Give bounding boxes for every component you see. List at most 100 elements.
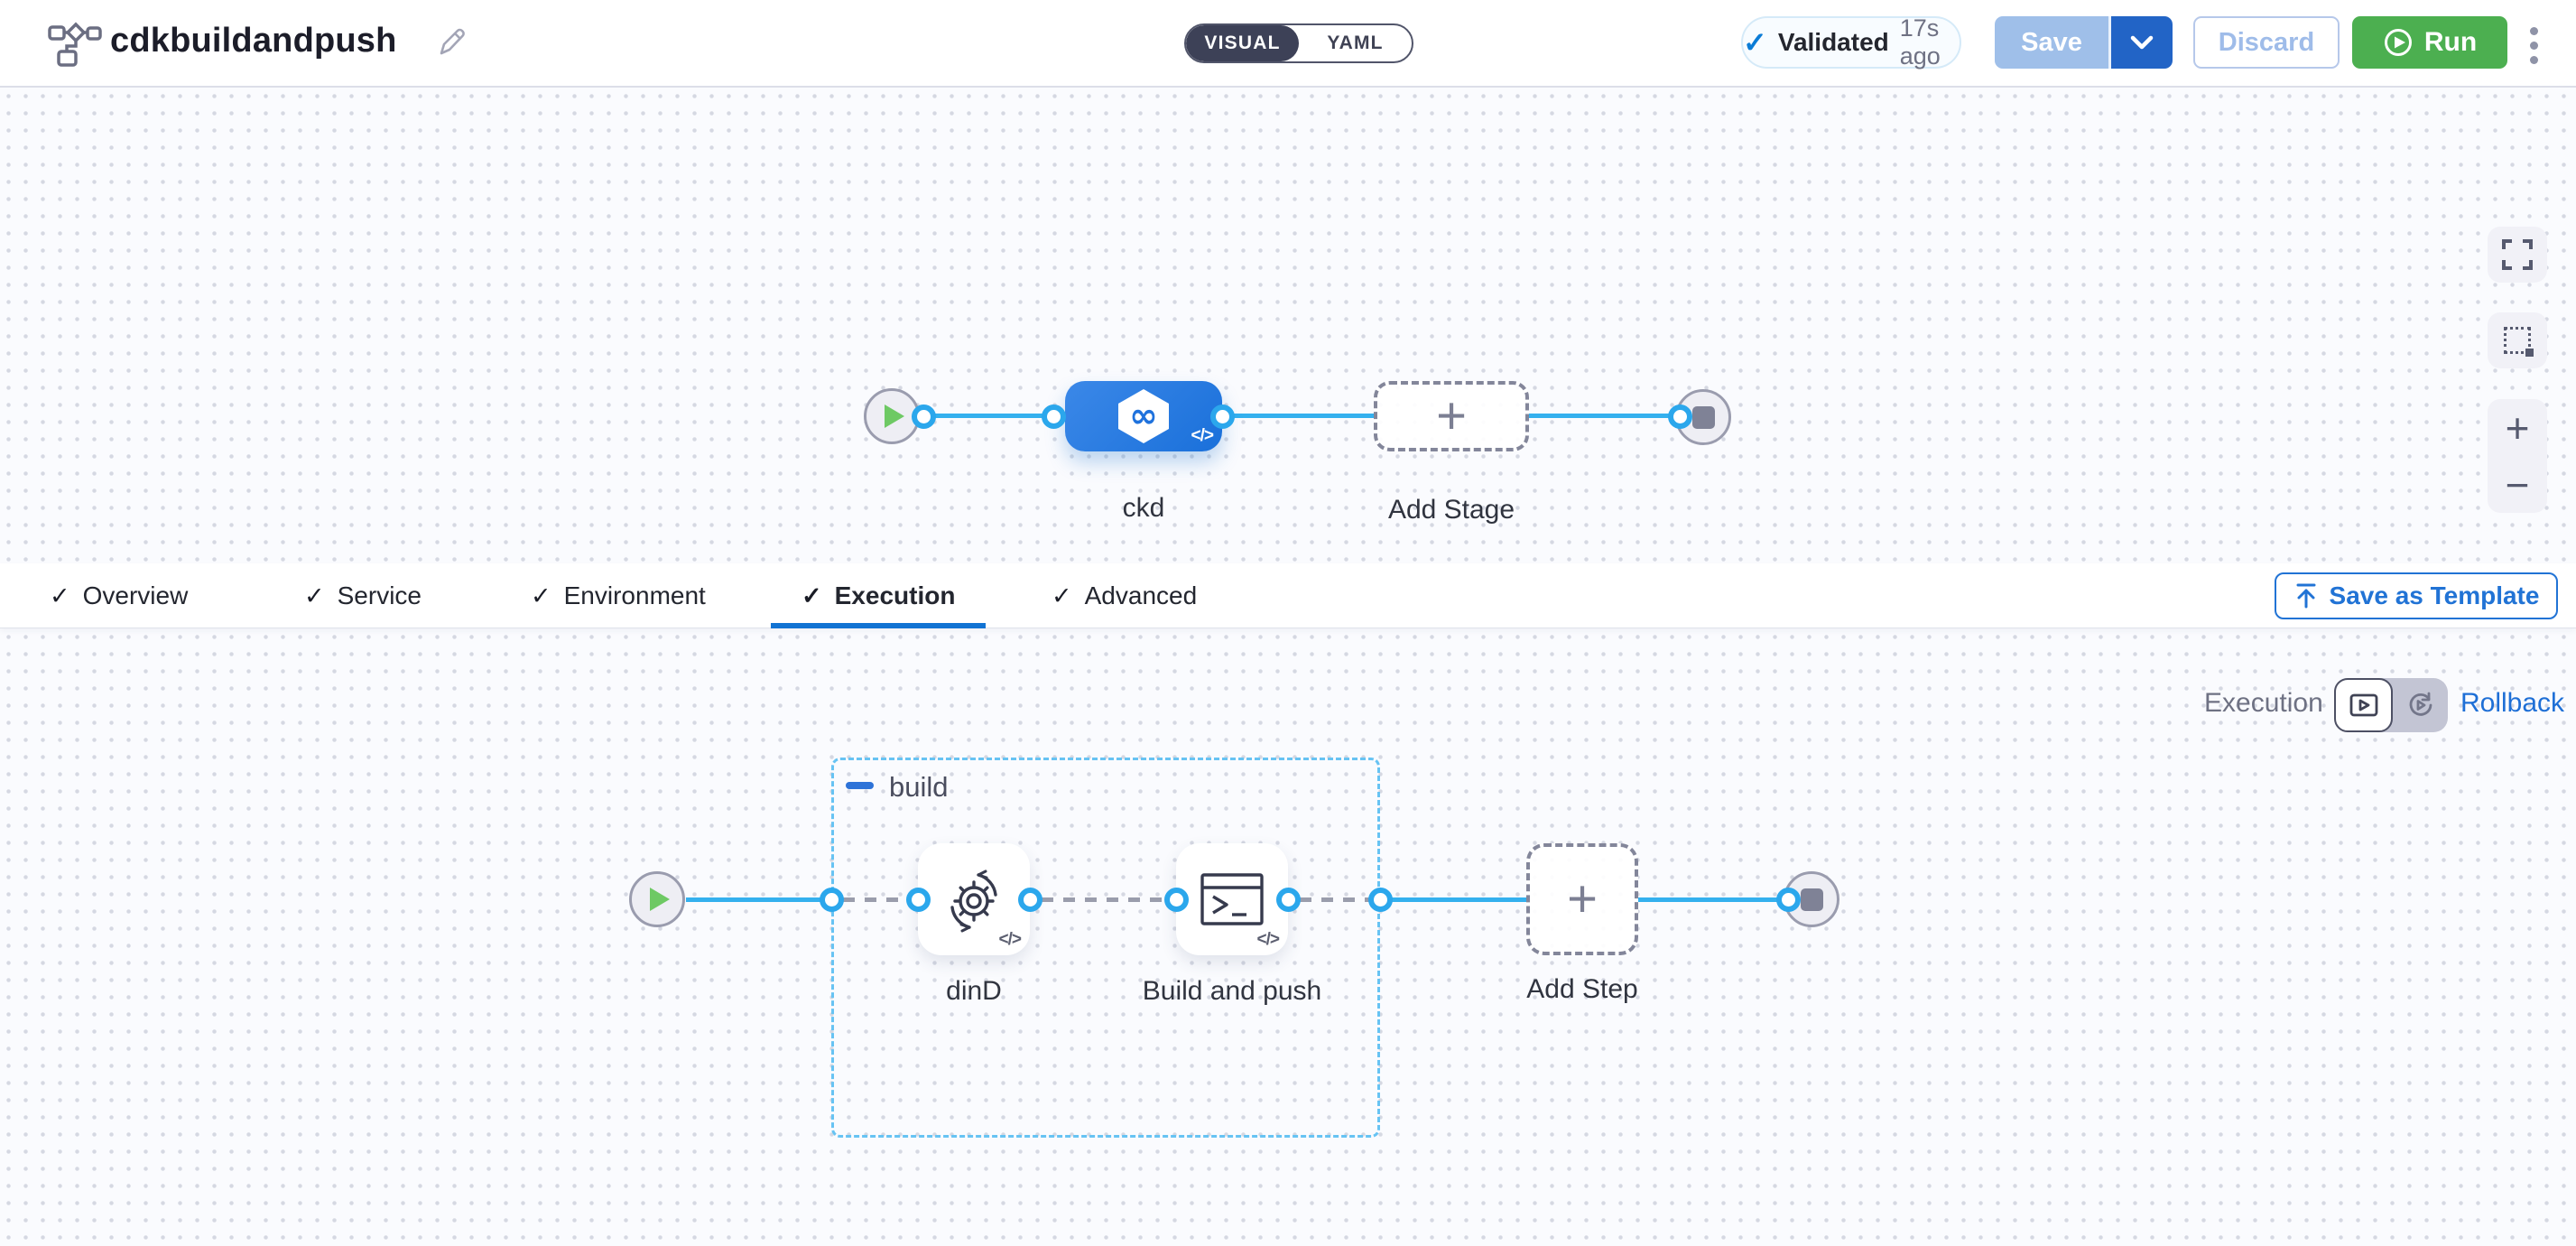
tab-label: Service [337,581,422,609]
add-step-button[interactable]: + [1526,843,1638,955]
upload-icon [2293,582,2319,609]
more-options-kebab-icon[interactable] [2520,24,2547,66]
tab-execution[interactable]: ✓ Execution [771,563,987,628]
save-button[interactable]: Save [1995,16,2108,69]
start-play-icon [650,888,670,911]
tab-service[interactable]: ✓ Service [273,563,452,628]
check-icon: ✓ [50,581,70,609]
connector-line-dashed [843,897,908,902]
execution-canvas[interactable]: Execution Rol [0,628,2576,1246]
pipeline-title: cdkbuildandpush [110,22,397,60]
connector-line [1638,897,1778,902]
pipeline-start-node [864,388,920,444]
execution-start-node [629,871,685,927]
rollback-link[interactable]: Rollback [2460,688,2565,718]
stop-square-icon [1800,888,1823,911]
code-badge-icon: </> [998,930,1023,949]
ci-hexagon-icon: ∞ [1114,386,1173,446]
multi-select-button[interactable] [2488,312,2547,368]
connector-line [1392,897,1526,902]
tab-overview[interactable]: ✓ Overview [19,563,218,628]
step-node-build-and-push[interactable]: </> [1176,843,1288,955]
connector-port[interactable] [1042,404,1066,429]
connector-port[interactable] [912,404,936,429]
tab-label: Execution [834,581,956,609]
toggle-visual[interactable]: VISUAL [1186,25,1299,61]
fullscreen-icon [2501,238,2534,271]
visual-yaml-toggle: VISUAL YAML [1184,23,1413,63]
tab-advanced[interactable]: ✓ Advanced [1021,563,1228,628]
collapse-minus-icon[interactable] [846,782,874,789]
fullscreen-button[interactable] [2488,227,2547,283]
tab-label: Overview [82,581,189,609]
stop-square-icon [1691,405,1715,429]
save-split-button: Save [1995,16,2173,69]
connector-line [1222,414,1376,418]
discard-button[interactable]: Discard [2193,16,2340,69]
stage-node-ckd[interactable]: ∞ </> [1065,381,1222,451]
execution-view-button[interactable] [2334,678,2393,732]
connector-port[interactable] [1018,888,1042,912]
svg-text:∞: ∞ [1129,395,1158,435]
run-button[interactable]: Run [2352,16,2507,69]
zoom-in-button[interactable]: + [2505,404,2530,451]
connector-port[interactable] [820,888,844,912]
run-play-icon [2383,27,2414,58]
tab-environment[interactable]: ✓ Environment [500,563,737,628]
marquee-select-icon [2504,327,2534,357]
zoom-controls: + − [2488,399,2547,513]
check-icon: ✓ [304,581,325,609]
step-node-dind[interactable]: </> [918,843,1030,955]
save-as-template-button[interactable]: Save as Template [2275,572,2558,619]
edit-pencil-icon[interactable] [435,25,468,58]
connector-port[interactable] [1668,404,1692,429]
step-label: Build and push [1142,976,1322,1006]
validated-badge[interactable]: ✓ Validated 17s ago [1741,14,1961,70]
save-as-template-label: Save as Template [2329,581,2540,609]
add-stage-label: Add Stage [1387,495,1515,525]
add-step-label: Add Step [1526,974,1638,1004]
run-script-terminal-icon [1200,872,1265,926]
stage-label: ckd [1122,493,1165,523]
connector-port[interactable] [906,888,931,912]
background-step-gear-sync-icon [939,864,1009,934]
execution-rollback-toggle [2334,678,2448,732]
tab-label: Environment [563,581,706,609]
check-icon: ✓ [531,581,551,609]
pipeline-icon [47,22,103,69]
connector-port[interactable] [1776,888,1801,912]
connector-line [1529,414,1681,418]
check-icon: ✓ [1052,581,1072,609]
validated-time: 17s ago [1899,14,1941,70]
rollback-view-button[interactable] [2393,678,2448,732]
step-group-label: build [889,771,949,803]
toggle-yaml[interactable]: YAML [1327,33,1384,53]
execution-view-icon [2349,693,2378,717]
add-stage-button[interactable]: + [1374,381,1529,451]
run-label: Run [2423,27,2478,57]
connector-port[interactable] [1210,404,1235,429]
validated-label: Validated [1777,28,1889,56]
connector-port[interactable] [1276,888,1301,912]
connector-port[interactable] [1164,888,1189,912]
zoom-out-button[interactable]: − [2505,460,2530,508]
check-icon: ✓ [802,581,822,609]
tab-label: Advanced [1084,581,1198,609]
stage-tabbar: ✓ Overview ✓ Service ✓ Environment ✓ Exe… [0,563,2576,628]
code-badge-icon: </> [1191,426,1215,445]
save-dropdown-button[interactable] [2108,16,2173,69]
stage-canvas[interactable]: ∞ </> + ckd Add Stage + [0,88,2576,563]
start-play-icon [885,404,904,428]
connector-line-dashed [1042,897,1166,902]
connector-line [920,414,1055,418]
step-group-build[interactable] [831,758,1380,1138]
step-label: dinD [946,976,1002,1006]
connector-line [686,897,831,902]
chevron-down-icon [2130,35,2154,51]
header-bar: cdkbuildandpush VISUAL YAML ✓ Validated … [0,0,2576,88]
validated-check-icon: ✓ [1743,26,1767,59]
rollback-icon [2407,692,2434,719]
connector-port[interactable] [1368,888,1393,912]
execution-mode-label: Execution [2204,688,2323,718]
